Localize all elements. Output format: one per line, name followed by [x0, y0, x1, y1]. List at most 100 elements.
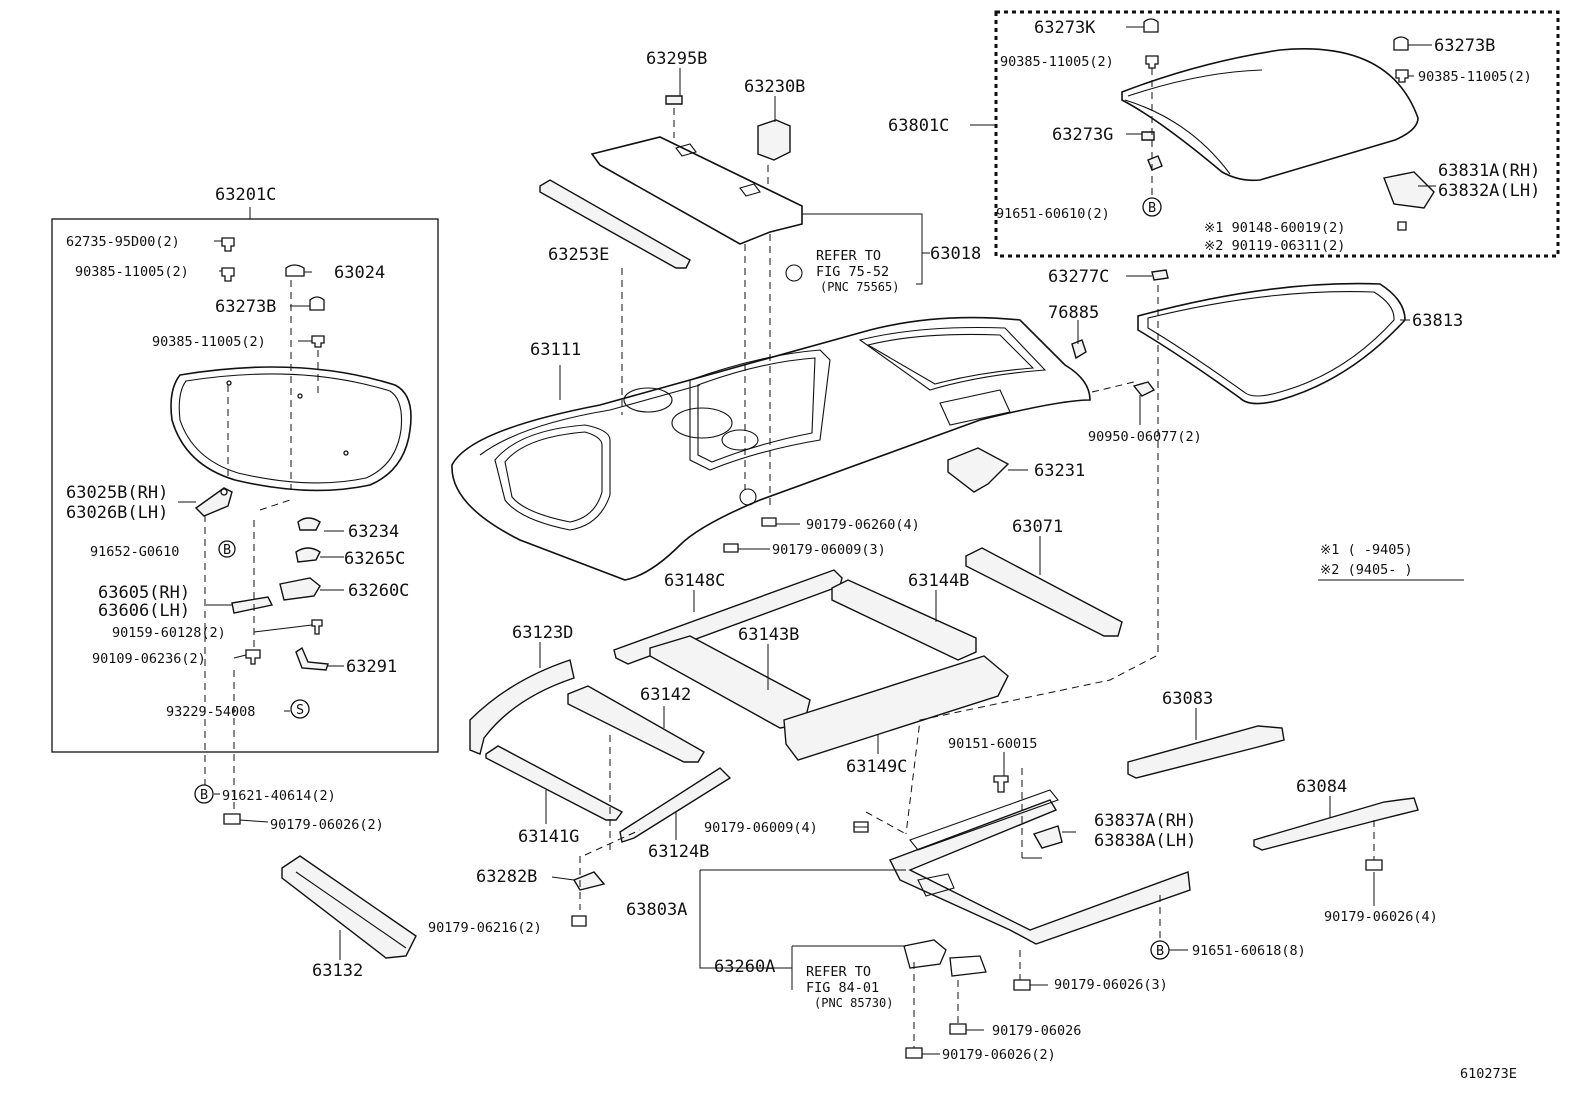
panel-63142: [567, 685, 705, 763]
clip-63273G: [1141, 131, 1155, 141]
label-90179-06260: 90179-06260(4): [806, 517, 920, 533]
label-63260A: 63260A: [714, 957, 775, 977]
marker-s: S: [296, 702, 304, 718]
label-90109-06236: 90109-06236(2): [92, 651, 206, 667]
label-90385-11005-d: 90385-11005(2): [1418, 69, 1532, 85]
label-62735-95D00: 62735-95D00(2): [66, 234, 180, 250]
label-63277C: 63277C: [1048, 267, 1109, 287]
label-63201C: 63201C: [215, 185, 276, 205]
label-refer-1b: FIG 75-52: [816, 264, 889, 280]
clip-76885: [1071, 339, 1087, 360]
label-91652-G0610: 91652-G0610: [90, 544, 179, 560]
label-63273B-right: 63273B: [1434, 36, 1495, 56]
seal-63813: [1137, 282, 1406, 405]
legend-1: ※1 ( -9405): [1320, 542, 1413, 558]
rail-63124B: [619, 767, 732, 843]
clip-63277C: [1151, 269, 1169, 281]
nut-90179-06216: [571, 915, 587, 927]
label-63018: 63018: [930, 244, 981, 264]
label-refer-2c: (PNC 85730): [814, 996, 893, 1010]
label-63123D: 63123D: [512, 623, 573, 643]
label-90151-60015: 90151-60015: [948, 736, 1037, 752]
panel-63144B: [831, 579, 977, 661]
bracket-63231: [947, 447, 1010, 493]
label-90179-06026-4: 90179-06026(4): [1324, 909, 1438, 925]
panel-63149C: [783, 655, 1009, 761]
bracket-63282B: [572, 871, 606, 891]
label-note-2: ※2 90119-06311(2): [1204, 238, 1345, 254]
group-box-63801C: [994, 10, 1560, 258]
label-63813: 63813: [1412, 311, 1463, 331]
label-63295B: 63295B: [646, 49, 707, 69]
marker-b-2: B: [200, 787, 208, 803]
label-90385-11005-a: 90385-11005(2): [75, 264, 189, 280]
clip-63273K: [1143, 18, 1159, 33]
nut-90179-06026-2a: [223, 813, 241, 825]
label-93229-54008: 93229-54008: [166, 704, 255, 720]
nut-90179-06026-2b: [905, 1047, 923, 1059]
panel-63143B: [649, 635, 811, 729]
label-90179-06026-2b: 90179-06026(2): [942, 1047, 1056, 1063]
panel-63071: [965, 547, 1123, 637]
label-63124B: 63124B: [648, 842, 709, 862]
label-90179-06216: 90179-06216(2): [428, 920, 542, 936]
trim-63253E: [539, 179, 691, 269]
label-63083: 63083: [1162, 689, 1213, 709]
clip-90385-d: [1395, 69, 1409, 83]
clip-90385-b: [311, 335, 325, 348]
group-box-63201C: [51, 218, 439, 753]
rail-63123D: [469, 659, 575, 755]
bracket-63265C: [295, 547, 321, 563]
label-91621-40614: 91621-40614(2): [222, 788, 336, 804]
bracket-63831A: [1383, 171, 1435, 209]
clip-90385-c: [1145, 55, 1159, 69]
motor-gear: [949, 955, 987, 977]
label-90385-11005-c: 90385-11005(2): [1000, 54, 1114, 70]
label-63260C: 63260C: [348, 581, 409, 601]
label-91651-60610: 91651-60610(2): [996, 206, 1110, 222]
frame-63803A: [889, 799, 1191, 945]
label-63025B: 63025B(RH): [66, 483, 168, 503]
label-63838A: 63838A(LH): [1094, 831, 1196, 851]
bracket-63605: [231, 596, 274, 614]
label-63801C: 63801C: [888, 116, 949, 136]
bracket-63837A: [1032, 825, 1063, 849]
clip-62735: [221, 237, 235, 252]
nut-90179-06009-3: [723, 543, 739, 553]
label-63084: 63084: [1296, 777, 1347, 797]
label-refer-2b: FIG 84-01: [806, 980, 879, 996]
marker-b-1: B: [223, 542, 231, 558]
label-63230B: 63230B: [744, 77, 805, 97]
clip-63295B: [665, 95, 683, 105]
bracket-63234: [297, 517, 321, 531]
label-63291: 63291: [346, 657, 397, 677]
label-90179-06009-4: 90179-06009(4): [704, 820, 818, 836]
label-refer-2a: REFER TO: [806, 964, 871, 980]
label-63273K: 63273K: [1034, 18, 1096, 38]
label-63837A: 63837A(RH): [1094, 811, 1196, 831]
rail-63132: [281, 855, 417, 959]
label-refer-1c: (PNC 75565): [820, 280, 899, 294]
rail-63083: [1127, 725, 1285, 779]
marker-b-4: B: [1148, 200, 1156, 216]
clip-90385-a: [221, 267, 235, 282]
label-91651-60618: 91651-60618(8): [1192, 943, 1306, 959]
bracket-small: [1147, 155, 1163, 171]
label-63143B: 63143B: [738, 625, 799, 645]
clip-63024: [285, 264, 305, 277]
label-63149C: 63149C: [846, 757, 907, 777]
nut-90179-06260: [761, 517, 777, 527]
bolt-90159: [311, 619, 323, 635]
nut-90179-06026: [949, 1023, 967, 1035]
rail-63084: [1253, 797, 1419, 851]
label-90179-06026-2a: 90179-06026(2): [270, 817, 384, 833]
label-90179-06009-3: 90179-06009(3): [772, 542, 886, 558]
label-63071: 63071: [1012, 517, 1063, 537]
bracket-63260C: [279, 577, 321, 601]
marker-b-3: B: [1156, 943, 1164, 959]
label-90950-06077: 90950-06077(2): [1088, 429, 1202, 445]
legend-2: ※2 (9405- ): [1320, 562, 1413, 578]
sunroof-glass-63801C: [1121, 48, 1419, 182]
